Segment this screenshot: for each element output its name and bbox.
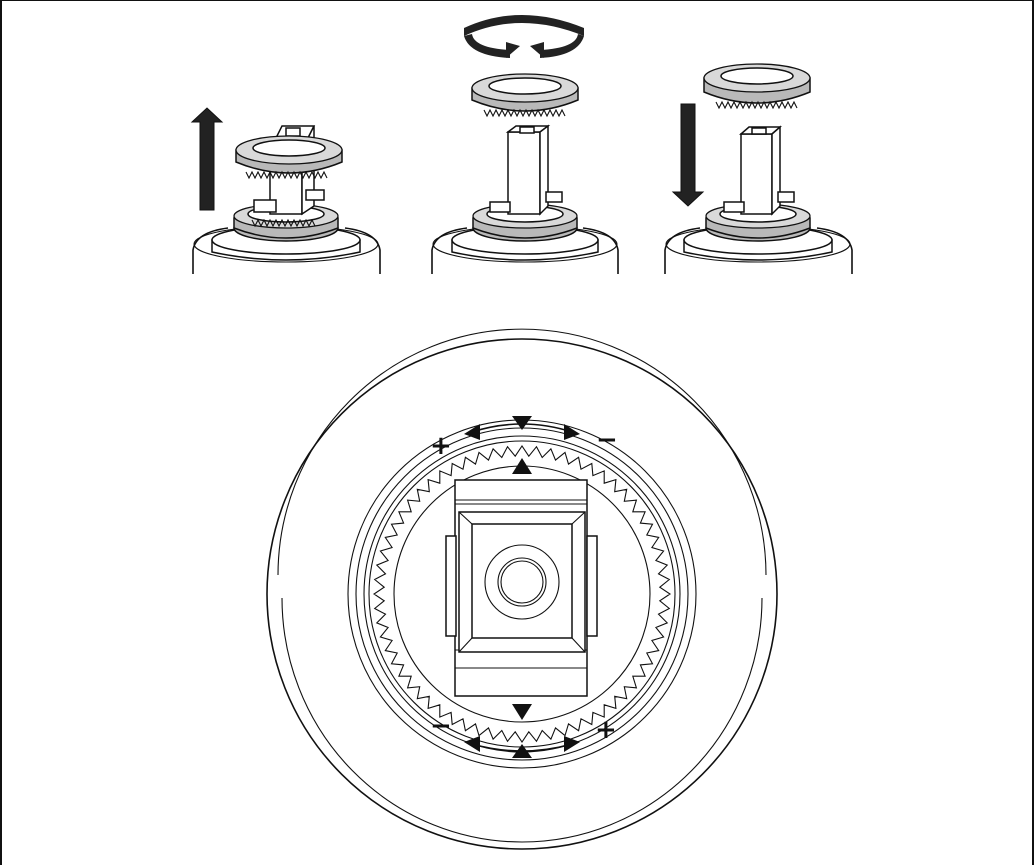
top-view-detail: + − − + xyxy=(266,328,778,850)
plus-sign-icon: + xyxy=(430,431,452,461)
down-arrow-icon xyxy=(671,103,705,207)
adjust-ring-floating xyxy=(471,73,579,118)
top-marker-icon xyxy=(512,458,532,474)
adjust-ring-lifted xyxy=(235,135,343,180)
grinder-body-outline xyxy=(266,338,778,850)
minus-sign-icon: − xyxy=(430,711,452,741)
serrated-adjust-ring xyxy=(373,445,671,743)
bottom-adjust-arrows: − + xyxy=(430,711,617,758)
center-shaft xyxy=(740,133,773,215)
plus-sign-icon: + xyxy=(595,715,617,745)
rotate-arrow-icon xyxy=(464,15,584,58)
serration-teeth xyxy=(373,445,671,743)
step-2-rotate-ring xyxy=(431,15,619,274)
step-1-remove-ring xyxy=(190,107,381,274)
burr-teeth xyxy=(251,218,316,228)
center-shaft xyxy=(507,131,541,215)
step-3-replace-ring xyxy=(664,63,853,274)
up-arrow-icon xyxy=(190,107,224,211)
bottom-marker-icon xyxy=(512,704,532,720)
burr-carrier xyxy=(445,479,598,697)
adjust-ring-floating xyxy=(703,63,811,110)
top-adjust-arrows: + − xyxy=(430,416,618,461)
minus-sign-icon: − xyxy=(596,425,618,455)
